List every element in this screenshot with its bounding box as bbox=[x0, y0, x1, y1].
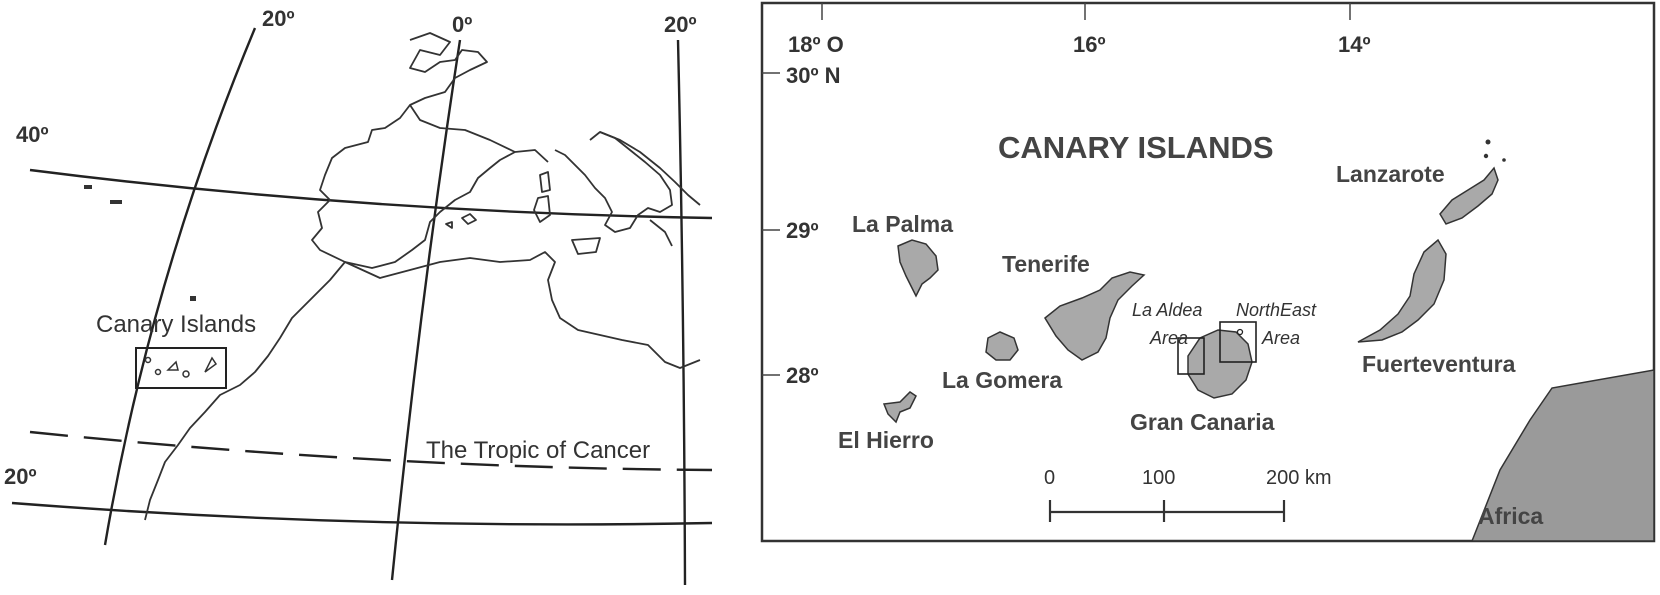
label-tropic-of-cancer: The Tropic of Cancer bbox=[426, 437, 650, 464]
iberia-coastline bbox=[311, 32, 549, 269]
label-lat-30: 30º N bbox=[786, 63, 841, 88]
label-la-gomera: La Gomera bbox=[942, 367, 1062, 393]
meridian-0 bbox=[390, 39, 462, 581]
map-title: CANARY ISLANDS bbox=[998, 130, 1274, 165]
label-northeast: NorthEast bbox=[1236, 300, 1317, 320]
label-la-aldea-area: Area bbox=[1149, 328, 1188, 348]
label-lon-14: 14º bbox=[1338, 32, 1371, 57]
lanzarote-island bbox=[1439, 166, 1499, 225]
la-palma-island bbox=[897, 239, 939, 298]
parallel-20n bbox=[11, 501, 713, 526]
scale-label-0: 0 bbox=[1044, 467, 1055, 489]
detail-map: 18º O 16º 14º 30º N 29º 28º CANARY ISLAN… bbox=[760, 1, 1656, 543]
parallel-40n bbox=[29, 168, 713, 220]
label-lat-28: 28º bbox=[786, 363, 819, 388]
label-la-aldea: La Aldea bbox=[1132, 300, 1202, 320]
label-lat-29: 29º bbox=[786, 218, 819, 243]
label-canary-islands: Canary Islands bbox=[96, 311, 256, 338]
label-lon-16: 16º bbox=[1073, 32, 1106, 57]
overview-map: 20º 0º 20º 40º 20º Canary Islands The Tr… bbox=[4, 6, 713, 586]
label-lat-20: 20º bbox=[4, 464, 37, 489]
africa-coastline bbox=[144, 251, 701, 521]
label-lon-20e: 20º bbox=[664, 12, 697, 37]
france-italy-coastline bbox=[409, 104, 673, 233]
label-africa: Africa bbox=[1478, 503, 1543, 529]
sardinia bbox=[533, 195, 551, 223]
el-hierro-island bbox=[882, 391, 917, 424]
meridian-20e bbox=[676, 39, 687, 586]
label-lon-20w: 20º bbox=[262, 6, 295, 31]
label-lanzarote: Lanzarote bbox=[1336, 161, 1445, 187]
canary-inset-box bbox=[135, 347, 227, 389]
azores-mark bbox=[84, 185, 92, 189]
meridian-20w bbox=[103, 27, 257, 546]
la-gomera-island bbox=[985, 331, 1019, 361]
scale-label-200: 200 km bbox=[1266, 467, 1332, 489]
corsica bbox=[539, 171, 551, 193]
balkan-coastline bbox=[599, 131, 701, 247]
lanzarote-islets bbox=[1483, 139, 1506, 162]
africa-landmass bbox=[1470, 369, 1655, 542]
label-el-hierro: El Hierro bbox=[838, 427, 934, 453]
label-tenerife: Tenerife bbox=[1002, 251, 1090, 277]
label-la-palma: La Palma bbox=[852, 211, 953, 237]
label-northeast-area: Area bbox=[1261, 328, 1300, 348]
la-aldea-area-box bbox=[1177, 337, 1205, 375]
label-fuerteventura: Fuerteventura bbox=[1362, 351, 1516, 377]
graticule-ticks bbox=[762, 3, 1351, 376]
scale-label-100: 100 bbox=[1142, 467, 1175, 489]
label-lon-0: 0º bbox=[452, 12, 472, 37]
scale-bar: 0 100 200 km bbox=[1044, 467, 1332, 522]
label-lat-40: 40º bbox=[16, 122, 49, 147]
tropic-of-cancer-line bbox=[29, 430, 713, 472]
label-lon-18: 18º O bbox=[788, 32, 844, 57]
canary-inset-islands bbox=[144, 356, 218, 378]
northeast-area-box bbox=[1219, 321, 1257, 363]
azores-mark-2 bbox=[110, 200, 122, 204]
sicily bbox=[571, 237, 601, 255]
label-gran-canaria: Gran Canaria bbox=[1130, 409, 1275, 435]
northeast-area-marker bbox=[1236, 328, 1244, 336]
balearic-islands bbox=[445, 213, 477, 229]
tenerife-island bbox=[1044, 271, 1146, 361]
fuerteventura-island bbox=[1357, 238, 1447, 343]
madeira-mark bbox=[190, 296, 196, 301]
